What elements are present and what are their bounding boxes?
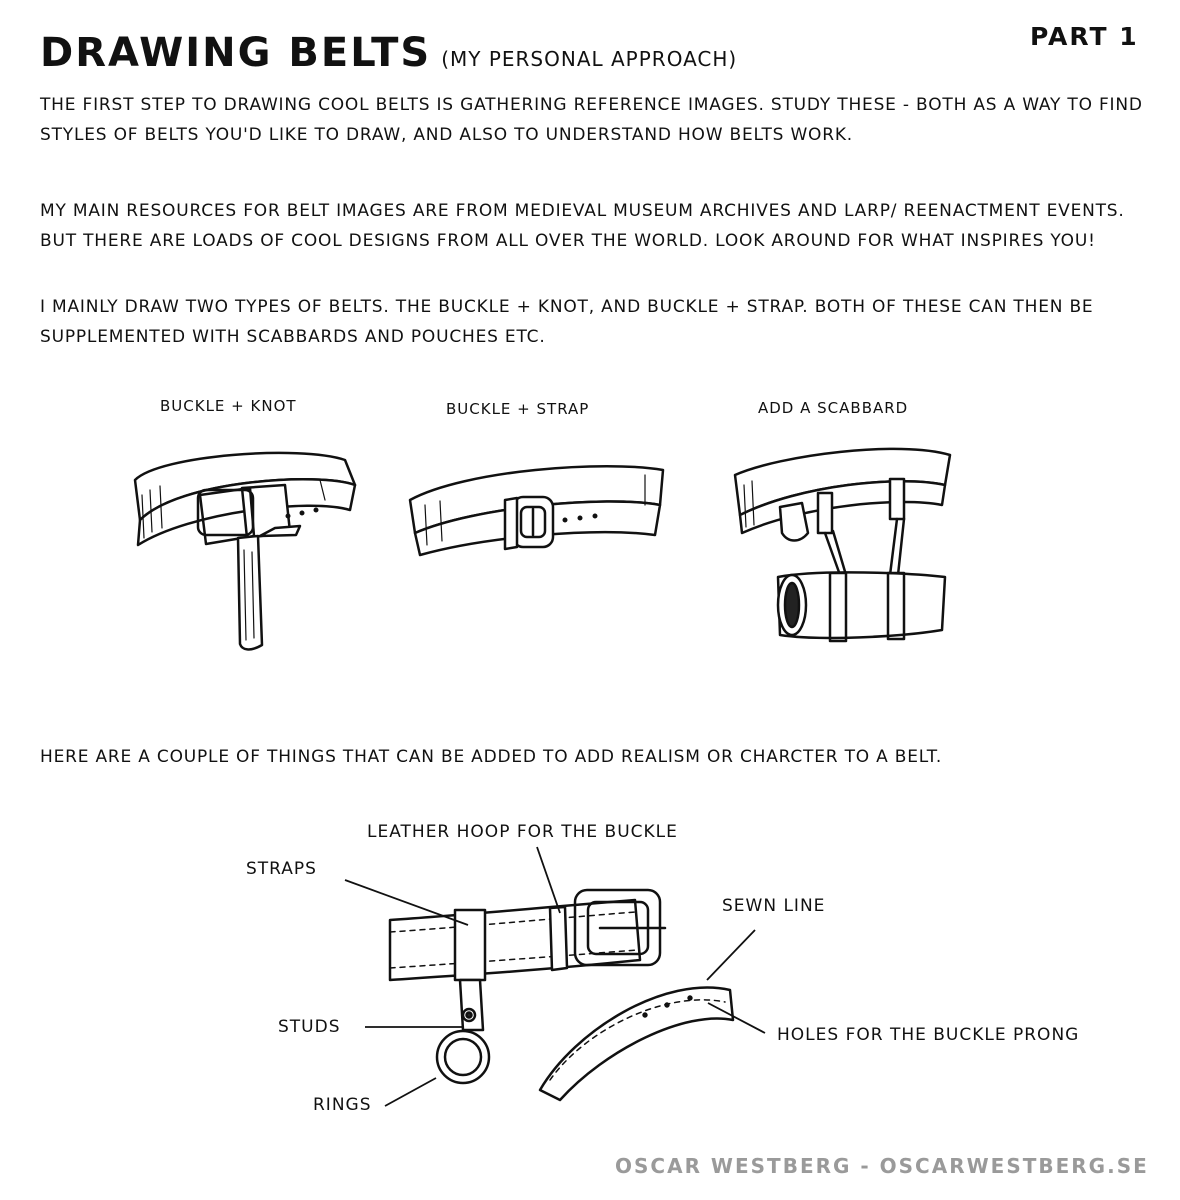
page-subtitle: (MY PERSONAL APPROACH) <box>441 47 738 71</box>
label-buckle-knot: BUCKLE + KNOT <box>160 397 297 415</box>
scabbard-belt-illustration <box>733 447 952 643</box>
intro-paragraph-reference: THE FIRST STEP TO DRAWING COOL BELTS IS … <box>40 95 1143 145</box>
page-title: DRAWING BELTS (MY PERSONAL APPROACH) <box>40 30 737 76</box>
detailed-belt-illustration <box>388 888 735 1102</box>
intro-paragraph-resources: MY MAIN RESOURCES FOR BELT IMAGES ARE FR… <box>40 201 1125 251</box>
label-leather-hoop: LEATHER HOOP FOR THE BUCKLE <box>367 822 678 842</box>
buckle-knot-belt-illustration <box>133 451 357 651</box>
label-sewn-line: SEWN LINE <box>722 896 826 916</box>
label-buckle-strap: BUCKLE + STRAP <box>446 400 590 418</box>
label-straps: STRAPS <box>246 859 317 879</box>
buckle-strap-belt-illustration <box>408 465 665 557</box>
label-studs: STUDS <box>278 1017 341 1037</box>
intro-paragraph-types: I MAINLY DRAW TWO TYPES OF BELTS. THE BU… <box>40 297 1094 347</box>
footer-credit: OSCAR WESTBERG - OSCARWESTBERG.SE <box>615 1154 1149 1178</box>
label-rings: RINGS <box>313 1095 372 1115</box>
details-intro-paragraph: HERE ARE A COUPLE OF THINGS THAT CAN BE … <box>40 747 943 767</box>
part-label: PART 1 <box>1030 22 1139 51</box>
title-text: DRAWING BELTS <box>40 30 432 76</box>
label-add-scabbard: ADD A SCABBARD <box>758 399 909 417</box>
label-holes-buckle-prong: HOLES FOR THE BUCKLE PRONG <box>777 1025 1080 1045</box>
